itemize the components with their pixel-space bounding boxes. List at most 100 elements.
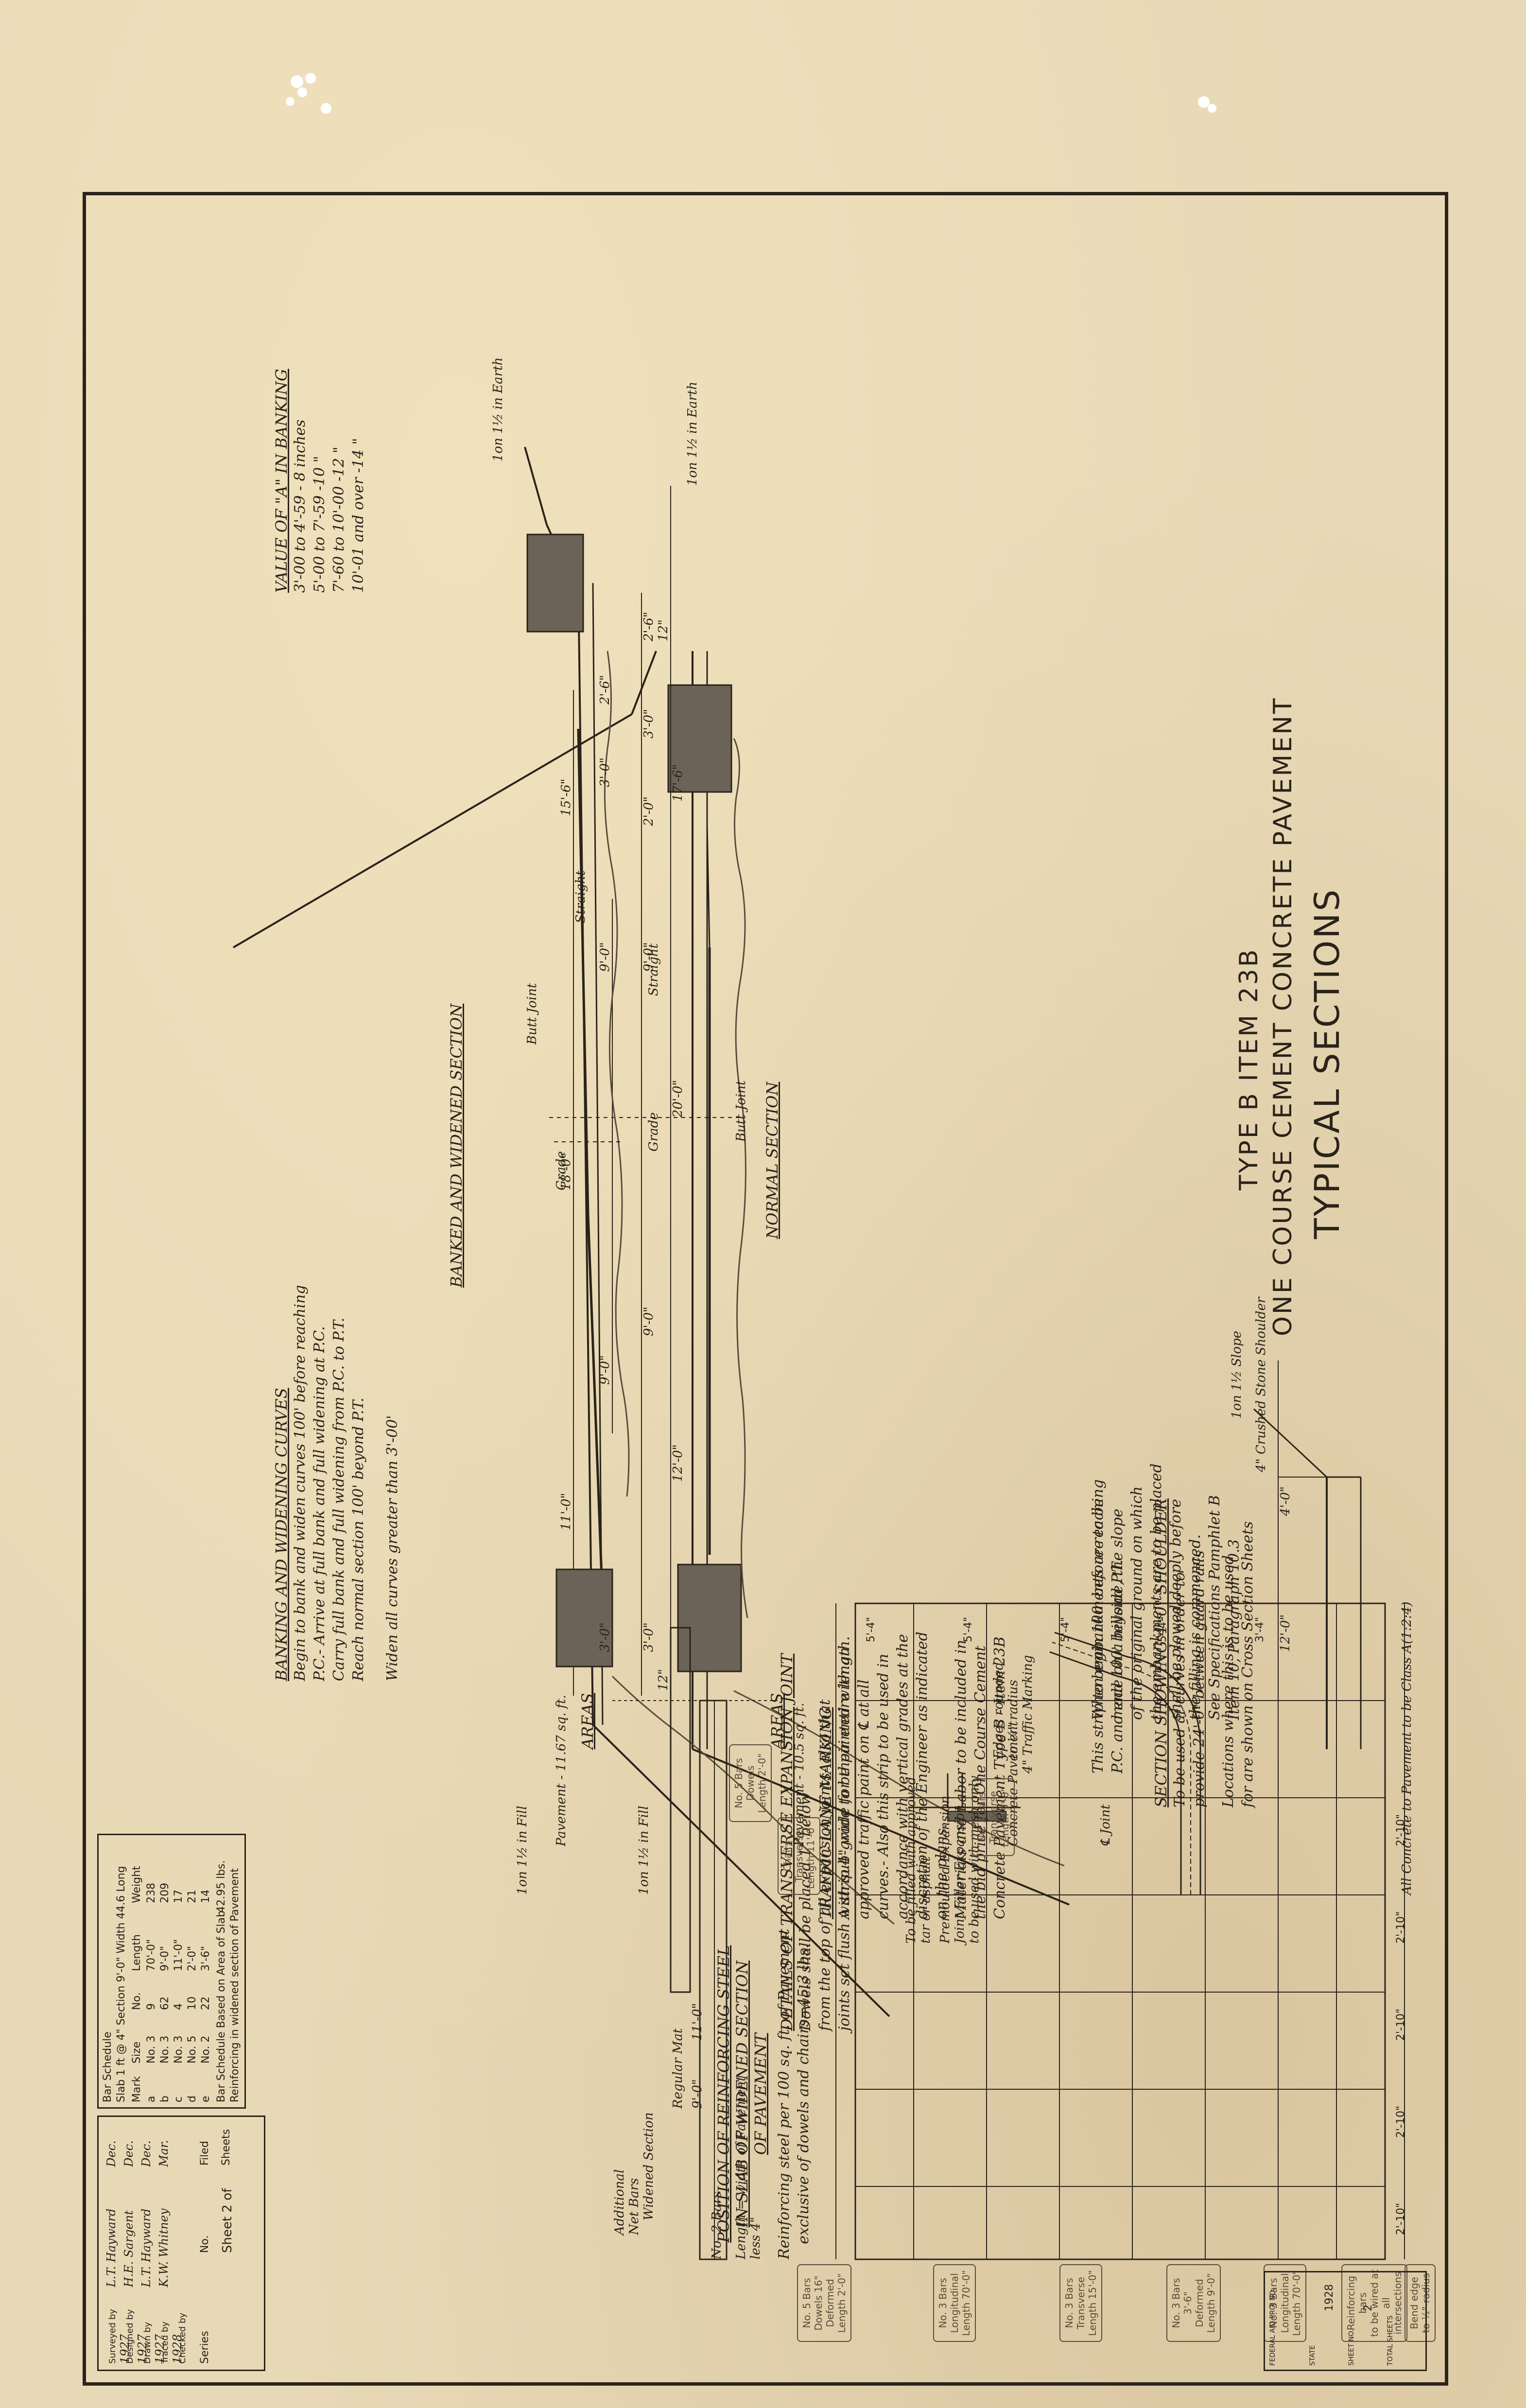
additional-label: Additional bbox=[612, 2169, 627, 2235]
reinforcing-spacing: 2'-10" bbox=[1395, 2105, 1407, 2138]
bar-schedule: Bar Schedule Slab 1 ft @ 4" Section 9'-0… bbox=[97, 1834, 246, 2109]
bar-note-line: No. 3 Bars bbox=[1063, 2278, 1075, 2328]
schedule-header: Weight bbox=[131, 1866, 143, 1903]
title-block-row: Checked by bbox=[174, 2170, 188, 2364]
schedule-title: Bar Schedule bbox=[102, 2031, 114, 2102]
bar-note-box: No. 3 Bars Transverse Length 15'-0" bbox=[1059, 2264, 1102, 2342]
schedule-cell: No. 3 bbox=[159, 2035, 171, 2064]
bar-note-line: Length 15'-0" bbox=[1087, 2270, 1098, 2336]
banked-grade-label: Grade bbox=[554, 1151, 569, 1190]
value-of-a-row: 3'-00 to 4'-59 - 8 inches bbox=[292, 419, 309, 593]
value-of-a-heading: VALUE OF "A" IN BANKING bbox=[272, 369, 291, 593]
schedule-cell: 209 bbox=[159, 1883, 171, 1903]
drawing-border bbox=[83, 192, 1448, 2386]
bar-note-box: No. 5 Bars Dowels 16" Deformed Length 2'… bbox=[797, 2264, 851, 2342]
bar-note-line: Dowels 16" Deformed bbox=[813, 2275, 836, 2331]
schedule-note: Bar Schedule Based on Area of Slab bbox=[215, 1910, 227, 2102]
schedule-header: Length bbox=[131, 1934, 143, 1971]
banking-note-line: Carry full bank and full widening from P… bbox=[330, 1317, 347, 1681]
reinforcing-spacing: 5'-4" bbox=[1157, 1617, 1169, 1642]
shoulder-crushed-label: 4" Crushed Stone Shoulder bbox=[1254, 1297, 1268, 1472]
bar-note-line: Chairs bbox=[781, 1840, 793, 1872]
bar-note-line: Dowels bbox=[745, 1765, 756, 1801]
traffic-lane-line: approved traffic paint on ℄ at all bbox=[855, 1679, 872, 1919]
bar-note-line: 3'-6" Deformed bbox=[1182, 2279, 1205, 2327]
bar-note-line: Transverse bbox=[1075, 2277, 1087, 2329]
banked-width-dim: 20'-0" bbox=[671, 1080, 685, 1118]
bar-note-line: Length 11'-0" bbox=[805, 1823, 816, 1889]
no2-bars-label: No. 2 Bars bbox=[710, 2191, 724, 2259]
reinforcing-spacing: 5'-4" bbox=[865, 1617, 877, 1642]
title-line-2: ONE COURSE CEMENT CONCRETE PAVEMENT bbox=[1268, 696, 1298, 1336]
punch-hole bbox=[305, 73, 316, 84]
schedule-cell: 4 bbox=[173, 2003, 185, 2010]
schedule-cell: e bbox=[200, 2096, 212, 2102]
schedule-cell: 22 bbox=[200, 1996, 212, 2010]
reinforcing-spacing: 2'-10" bbox=[1395, 2008, 1407, 2041]
title-block-name: H.E. Sargent bbox=[122, 2210, 136, 2288]
banking-note-line: P.C.- Arrive at full bank and full widen… bbox=[311, 1326, 328, 1681]
banked-right-half-dim: 9'-0" bbox=[642, 1307, 656, 1336]
value-of-a-block: VALUE OF "A" IN BANKING 3'-00 to 4'-59 -… bbox=[272, 369, 368, 593]
normal-overall-dim: 15'-6" bbox=[559, 778, 573, 816]
normal-butt-joint-label: Butt Joint bbox=[734, 1080, 748, 1142]
reinforcing-heading: OF PAVEMENT bbox=[751, 2033, 770, 2155]
banked-butt-joint-label: Butt Joint bbox=[525, 983, 539, 1045]
reinforcing-plan-drawing bbox=[835, 1602, 1405, 2260]
bar-note-box: No. 3 Bars Transverse Length 9'-0" bbox=[972, 1778, 1015, 1856]
reinforcing-spacing: 2'-10" bbox=[1395, 2202, 1407, 2235]
punch-hole bbox=[291, 75, 303, 88]
bar-note-box: No. 3 Bars Longitudinal Length 70'-0" bbox=[933, 2264, 976, 2342]
bar-note-line: Length 9'-0" bbox=[999, 1787, 1011, 1847]
title-block-name: L.T. Hayward bbox=[139, 2208, 153, 2288]
bar-note-line: Length 70'-0" bbox=[960, 2270, 972, 2336]
schedule-cell: c bbox=[173, 2096, 185, 2102]
traffic-marking-label: 4" Traffic Marking bbox=[1021, 1655, 1035, 1773]
title-line-3: TYPE B ITEM 23B bbox=[1234, 947, 1264, 1190]
schedule-slab: Slab 1 ft @ 4" Section 9'-0" Width 44.6 … bbox=[115, 1866, 127, 2102]
schedule-cell: 9'-0" bbox=[159, 1945, 171, 1971]
schedule-cell: 62 bbox=[159, 1996, 171, 2010]
drawing-linework bbox=[232, 447, 1405, 2260]
bar-note-line: Length 2'-0" bbox=[836, 2273, 848, 2333]
punch-hole bbox=[286, 97, 295, 106]
schedule-cell: 17 bbox=[173, 1890, 185, 1903]
traffic-lane-line: curves.- Also this strip to be used in bbox=[875, 1653, 892, 1919]
normal-right-shoulder-dim: 3'-0" bbox=[598, 1622, 612, 1652]
corner-header: FEDERAL AID PROJ NO. bbox=[1269, 2288, 1277, 2366]
bar-note-line: No. 5 Bars bbox=[801, 2278, 813, 2328]
bar-note-box: No. 3 Bars 3'-6" Deformed Length 9'-0" bbox=[1166, 2264, 1221, 2342]
bar-note-line: Length 2'-0" bbox=[756, 1753, 768, 1813]
title-block-label: Surveyed by bbox=[107, 2309, 118, 2364]
normal-right-half-dim: 9'-0" bbox=[598, 1355, 612, 1385]
banking-note-line: Reach normal section 100' beyond P.T. bbox=[350, 1397, 367, 1681]
bar-note-line: No. 5 Bars bbox=[733, 1758, 745, 1808]
schedule-header: Size bbox=[131, 2041, 143, 2064]
schedule-cell: 3'-6" bbox=[200, 1945, 212, 1971]
punch-hole bbox=[1208, 104, 1216, 113]
corner-value: 2 bbox=[1362, 2305, 1374, 2311]
title-block-label: Traced by bbox=[160, 2322, 170, 2364]
banked-center-dim: 9'-0" bbox=[642, 942, 656, 972]
shoulder-note-line: provide 24'-0" between guard rails bbox=[1191, 1550, 1208, 1807]
expansion-edges-label: Edges rounded bbox=[991, 1662, 1006, 1759]
banked-right-overall-dim: 12'-0" bbox=[671, 1444, 685, 1482]
expansion-joint-filler-label: Joint Filler Expansion bbox=[953, 1805, 967, 1944]
widened-section-label: Widened Section bbox=[642, 2112, 656, 2220]
bar-note-line: Transverse bbox=[793, 1830, 805, 1882]
title-block-label: Designed by bbox=[125, 2309, 135, 2364]
reinforcing-spacing: 2'-10" bbox=[1395, 1911, 1407, 1944]
title-block-label: Drawn by bbox=[142, 2322, 153, 2364]
title-block-series: Series bbox=[199, 2331, 211, 2364]
shoulder-width-dim: 4'-0" bbox=[1278, 1486, 1293, 1516]
title-line-1: TYPICAL SECTIONS bbox=[1307, 887, 1347, 1239]
banking-note-line: Widen all curves greater than 3'-00' bbox=[384, 1415, 401, 1681]
bar-note-line: Transverse bbox=[988, 1791, 999, 1843]
reinforcing-note: exclusive of dowels and chairs=45.3 lbs. bbox=[795, 1944, 812, 2244]
traffic-lane-drawing bbox=[1049, 1632, 1201, 1895]
reinforcing-note: Reinforcing steel per 100 sq. ft. of Pav… bbox=[776, 1928, 793, 2259]
schedule-cell: 9 bbox=[145, 2003, 157, 2010]
less-label: less 4" bbox=[748, 2217, 763, 2259]
schedule-cell: No. 3 bbox=[145, 2035, 157, 2064]
